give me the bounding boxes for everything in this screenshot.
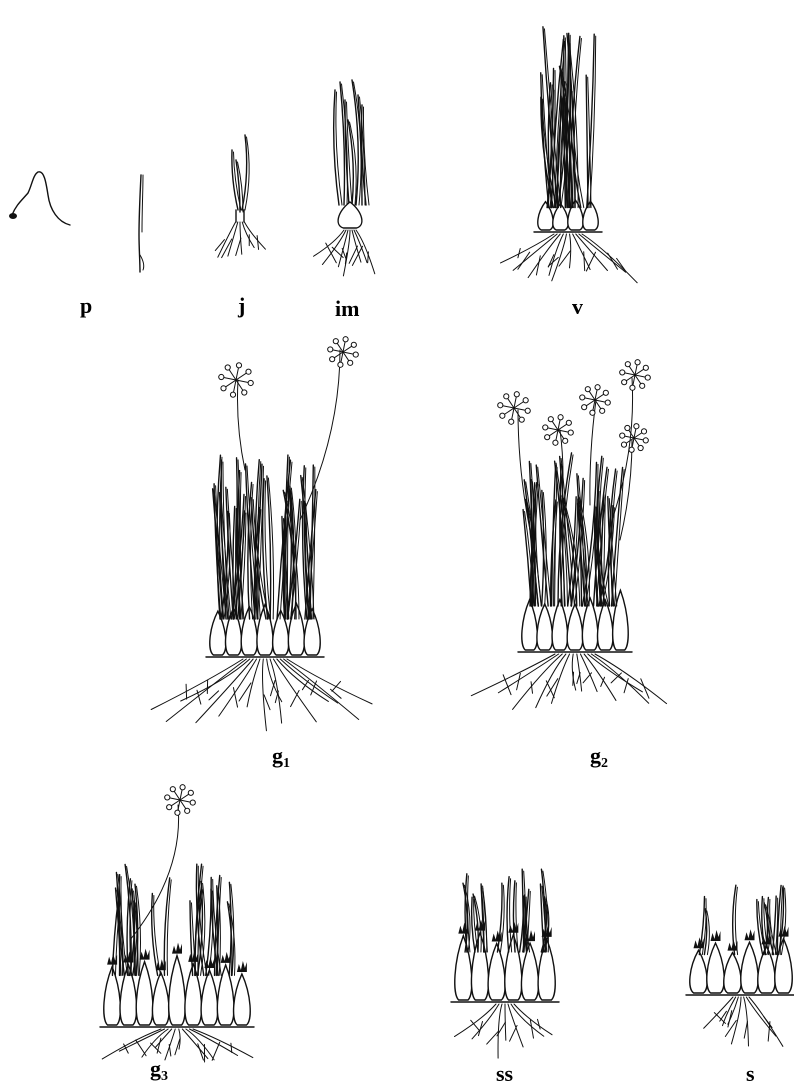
- drawing-j-stage-seedling: [139, 175, 144, 272]
- drawing-j: [215, 135, 265, 258]
- label-g2: g2: [590, 745, 608, 771]
- label-g3: g3: [150, 1058, 168, 1084]
- drawing-g1: [151, 337, 372, 731]
- label-ss: ss: [496, 1063, 513, 1085]
- label-v: v: [572, 296, 583, 318]
- label-p: p: [80, 295, 92, 317]
- drawing-s: [686, 885, 794, 1046]
- label-j: j: [238, 295, 245, 317]
- drawing-v: [500, 27, 637, 283]
- drawing-p: [9, 172, 70, 225]
- drawing-ss: [451, 869, 559, 1058]
- label-im: im: [335, 298, 359, 320]
- label-s: s: [746, 1063, 755, 1085]
- drawing-im: [314, 80, 375, 276]
- drawing-g2: [471, 360, 666, 710]
- drawing-g3: [100, 785, 254, 1062]
- label-g1: g1: [272, 745, 290, 771]
